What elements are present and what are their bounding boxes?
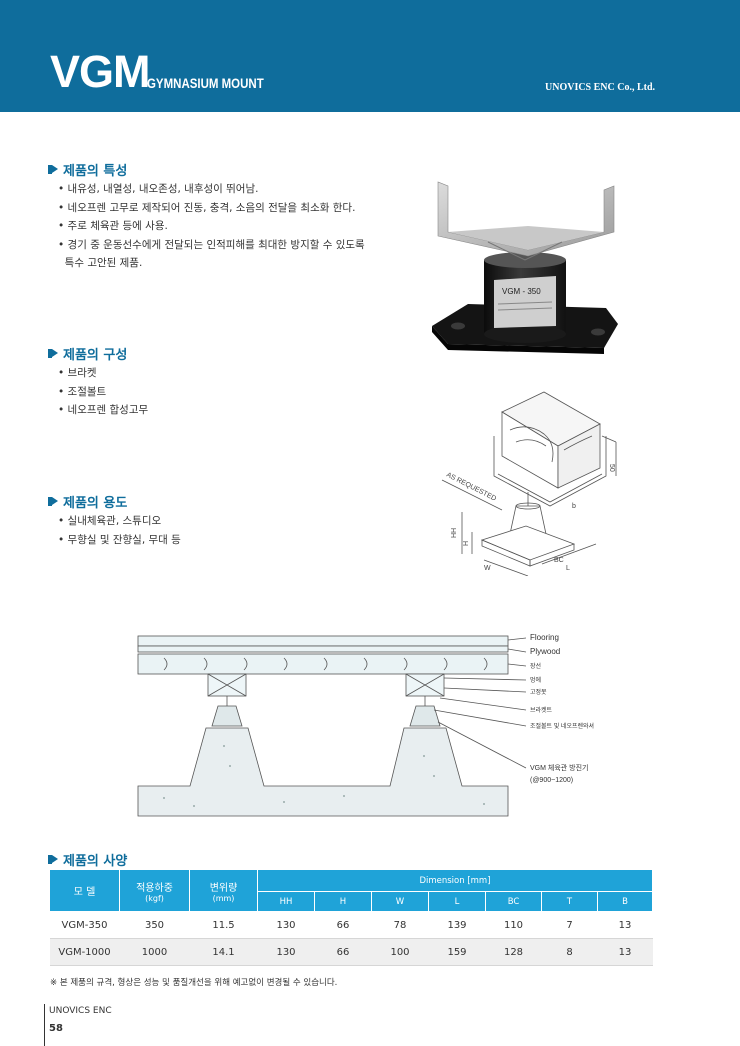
cell-deflection: 14.1 xyxy=(189,938,258,966)
page-number: 58 xyxy=(49,1023,63,1034)
spec-table: 모 델 적용하중 (kgf) 변위량 (mm) Dimension [mm] H… xyxy=(49,869,653,966)
cell-dim: 66 xyxy=(314,911,372,939)
list-item: • 내유성, 내열성, 내오존성, 내후성이 뛰어남. xyxy=(58,183,259,195)
layer-label: 장선 xyxy=(530,662,541,670)
product-label: VGM - 350 xyxy=(502,287,541,296)
layer-label: 고정못 xyxy=(530,689,547,696)
section-arrow-icon xyxy=(48,496,59,507)
dimension-drawing: AS REQUESTED 50 HH H W BC L b xyxy=(441,391,617,576)
cell-dim: 130 xyxy=(257,938,315,966)
footer-divider xyxy=(44,1004,45,1046)
layer-label: VGM 체육관 방진기 xyxy=(530,763,588,772)
dim-label: L xyxy=(566,565,570,572)
layer-label: 브라켓트 xyxy=(530,706,553,714)
section-spec-label: 제품의 사양 xyxy=(63,854,128,869)
dim-col-header: B xyxy=(597,891,653,912)
list-item: • 실내체육관, 스튜디오 xyxy=(58,515,162,527)
dim-label: BC xyxy=(554,557,564,564)
cell-load: 350 xyxy=(119,911,190,939)
cell-model: VGM-350 xyxy=(49,911,120,939)
page-header: VGM GYMNASIUM MOUNT UNOVICS ENC Co., Ltd… xyxy=(0,0,740,112)
cell-dim: 159 xyxy=(428,938,486,966)
list-item: • 주로 체육관 등에 사용. xyxy=(58,220,168,232)
deflection-header-label: 변위량 xyxy=(209,882,238,894)
cell-dim: 13 xyxy=(597,938,653,966)
dim-col-header: W xyxy=(371,891,429,912)
dim-label: 50 xyxy=(608,464,615,472)
section-usage-title: 제품의 용도 xyxy=(48,492,127,511)
section-composition-label: 제품의 구성 xyxy=(63,348,128,363)
layer-label: 멍에 xyxy=(530,676,541,684)
company-name: UNOVICS ENC Co., Ltd. xyxy=(545,82,656,93)
deflection-unit: (mm) xyxy=(212,893,235,903)
load-unit: (kgf) xyxy=(145,893,164,903)
section-arrow-icon xyxy=(48,164,59,175)
dim-label: AS REQUESTED xyxy=(445,472,497,503)
col-header-load: 적용하중 (kgf) xyxy=(119,869,190,912)
list-item: • 경기 중 운동선수에게 전달되는 인적피해를 최대한 방지할 수 있도록 xyxy=(58,238,365,251)
layer-label: Flooring xyxy=(530,633,559,642)
table-row: VGM-350 350 11.5 130 66 78 139 110 7 13 xyxy=(49,911,653,939)
section-composition-title: 제품의 구성 xyxy=(48,344,127,363)
product-title: VGM xyxy=(50,46,151,97)
composition-list: • 브라켓 • 조절볼트 • 네오프렌 합성고무 xyxy=(58,364,148,420)
table-row: VGM-1000 1000 14.1 130 66 100 159 128 8 … xyxy=(49,938,653,966)
list-item: • 무향실 및 잔향실, 무대 등 xyxy=(58,533,181,546)
section-arrow-icon xyxy=(48,854,59,865)
list-item: • 네오프렌 고무로 제작되어 진동, 충격, 소음의 전달을 최소화 한다. xyxy=(58,201,356,214)
cell-dim: 100 xyxy=(371,938,429,966)
cell-model: VGM-1000 xyxy=(49,938,120,966)
section-arrow-icon xyxy=(48,348,59,359)
cell-dim: 7 xyxy=(541,911,598,939)
col-header-model: 모 델 xyxy=(49,869,120,912)
col-header-dimension: Dimension [mm] xyxy=(257,869,653,892)
layer-label: (@900~1200) xyxy=(530,777,573,784)
dim-label: HH xyxy=(451,528,458,538)
installation-section-drawing: Flooring Plywood 장선 멍에 고정못 브라켓트 조절볼트 및 네… xyxy=(137,633,594,817)
section-spec-title: 제품의 사양 xyxy=(48,850,127,869)
footer-company: UNOVICS ENC xyxy=(49,1006,112,1016)
spec-note: ※ 본 제품의 규격, 형상은 성능 및 품질개선을 위해 예고없이 변경될 수… xyxy=(50,978,338,988)
list-item: 특수 고안된 제품. xyxy=(58,257,143,269)
dim-col-header: BC xyxy=(485,891,542,912)
cell-dim: 139 xyxy=(428,911,486,939)
cell-deflection: 11.5 xyxy=(189,911,258,939)
section-features-title: 제품의 특성 xyxy=(48,160,127,179)
dim-label: b xyxy=(572,503,576,510)
section-features-label: 제품의 특성 xyxy=(63,164,128,179)
list-item: • 네오프렌 합성고무 xyxy=(58,404,149,416)
cell-dim: 78 xyxy=(371,911,429,939)
layer-label: 조절볼트 및 네오프렌와셔 xyxy=(530,722,594,730)
cell-dim: 13 xyxy=(597,911,653,939)
features-list: • 내유성, 내열성, 내오존성, 내후성이 뛰어남. • 네오프렌 고무로 제… xyxy=(58,180,365,273)
cell-dim: 130 xyxy=(257,911,315,939)
dim-col-header: H xyxy=(314,891,372,912)
product-photo: VGM - 350 xyxy=(432,181,618,354)
section-usage-label: 제품의 용도 xyxy=(63,496,128,511)
dim-label: H xyxy=(463,541,470,546)
list-item: • 조절볼트 xyxy=(58,385,107,398)
cell-dim: 128 xyxy=(485,938,542,966)
dim-col-header: HH xyxy=(257,891,315,912)
cell-load: 1000 xyxy=(119,938,190,966)
dim-col-header: T xyxy=(541,891,598,912)
dim-col-header: L xyxy=(428,891,486,912)
list-item: • 브라켓 xyxy=(58,367,97,379)
col-header-deflection: 변위량 (mm) xyxy=(189,869,258,912)
load-header-label: 적용하중 xyxy=(136,882,173,894)
dim-label: W xyxy=(484,565,491,572)
cell-dim: 110 xyxy=(485,911,542,939)
usage-list: • 실내체육관, 스튜디오 • 무향실 및 잔향실, 무대 등 xyxy=(58,512,181,549)
layer-label: Plywood xyxy=(530,647,560,656)
product-subtitle: GYMNASIUM MOUNT xyxy=(147,75,264,91)
cell-dim: 8 xyxy=(541,938,598,966)
cell-dim: 66 xyxy=(314,938,372,966)
